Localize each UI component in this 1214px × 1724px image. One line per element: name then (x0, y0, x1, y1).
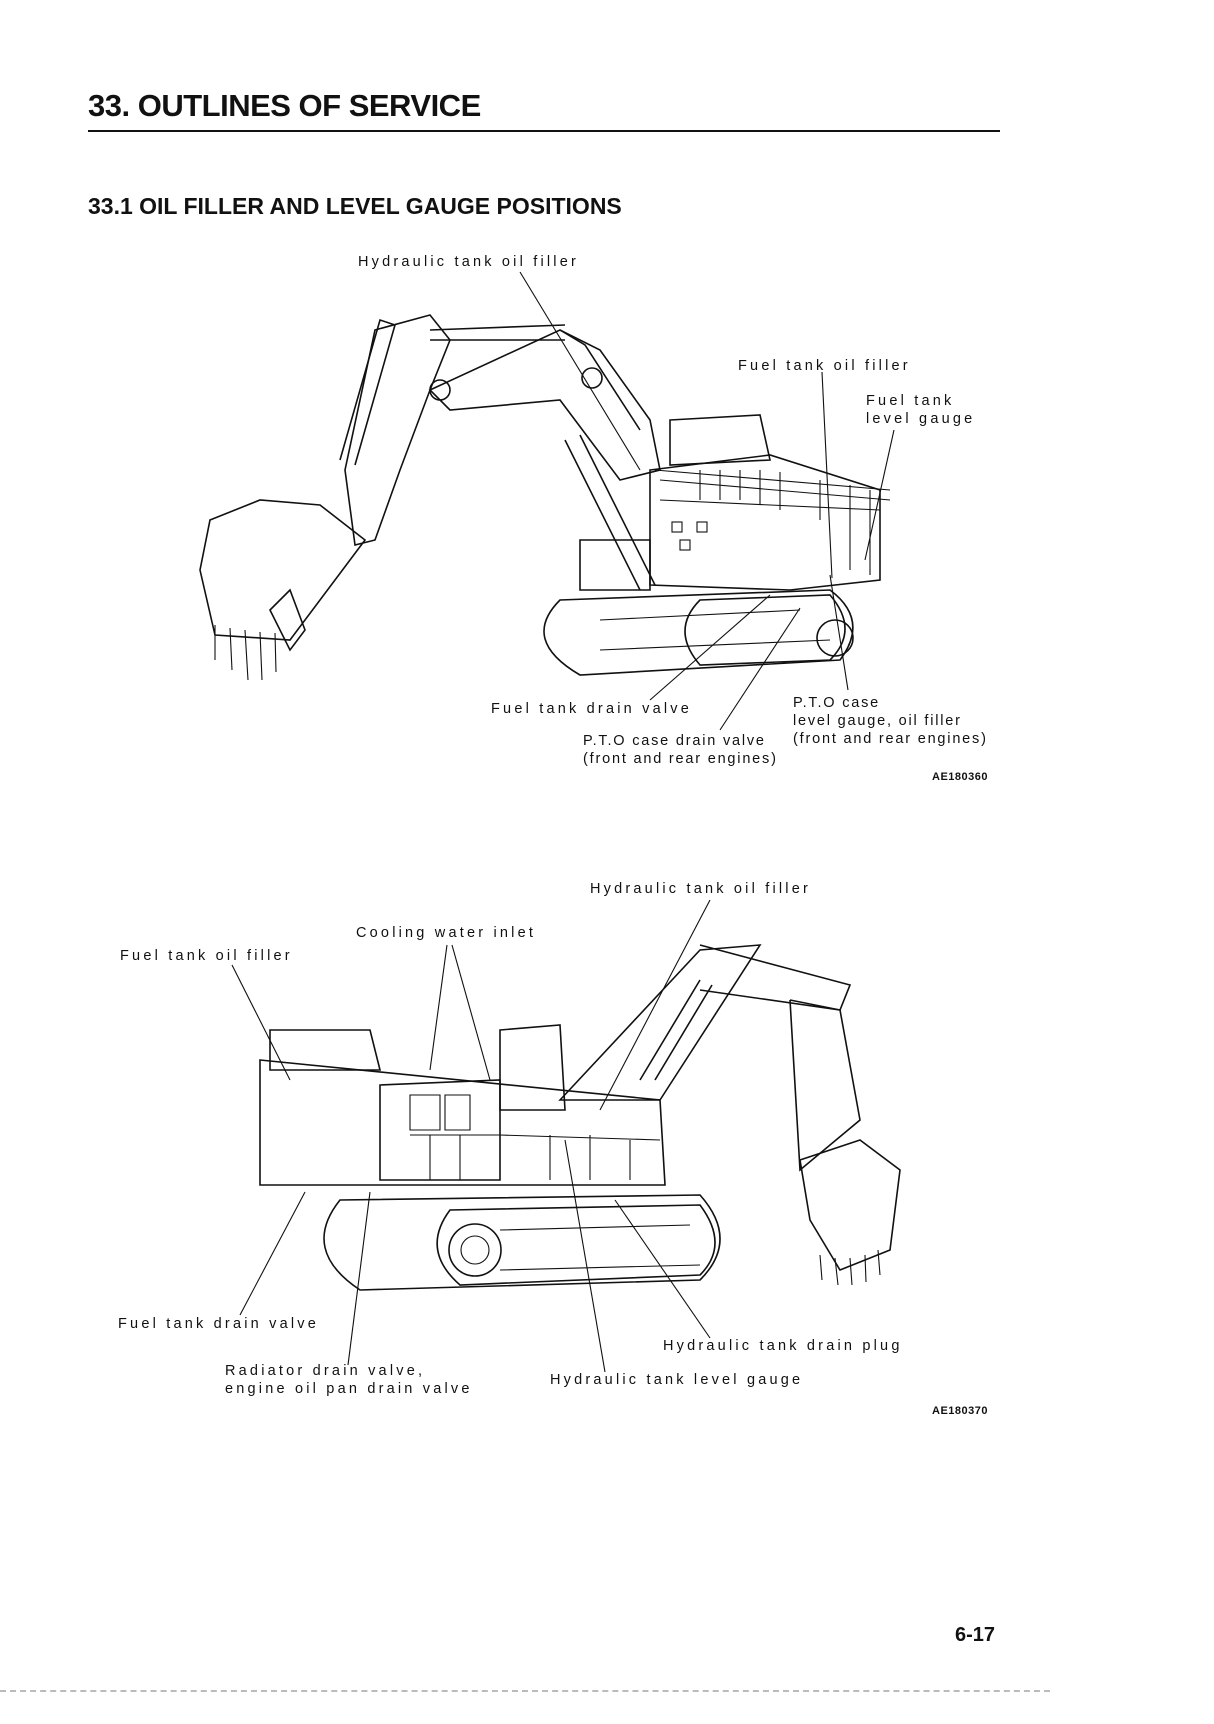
label-fuel-tank-drain-valve: Fuel tank drain valve (491, 701, 692, 717)
figure-code-1: AE180360 (932, 771, 988, 783)
page-title: 33. OUTLINES OF SERVICE (88, 88, 481, 123)
label-pto-case-drain-valve-line1: P.T.O case drain valve (583, 733, 766, 749)
figure-code-2: AE180370 (932, 1405, 988, 1417)
leader-lines-rear (231, 899, 711, 1373)
label-pto-case-level-line3: (front and rear engines) (793, 731, 988, 747)
label-hydraulic-tank-oil-filler: Hydraulic tank oil filler (358, 254, 580, 270)
excavator-front-drawing (199, 314, 891, 681)
label-cooling-water-inlet: Cooling water inlet (356, 925, 537, 941)
label-radiator-drain-line2: engine oil pan drain valve (225, 1381, 473, 1397)
label-pto-case-level-line1: P.T.O case (793, 695, 881, 711)
excavator-rear-drawing (259, 944, 901, 1291)
label-fuel-tank-level-gauge-line2: level gauge (866, 411, 976, 427)
label-hydraulic-tank-drain-plug: Hydraulic tank drain plug (663, 1338, 903, 1354)
label-fuel-tank-level-gauge-line1: Fuel tank (866, 393, 955, 409)
label-hydraulic-tank-level-gauge: Hydraulic tank level gauge (550, 1372, 804, 1388)
footer-rule (0, 1690, 1050, 1693)
page-number: 6-17 (955, 1624, 996, 1646)
title-rule (88, 130, 1000, 132)
label-fuel-tank-oil-filler-2: Fuel tank oil filler (120, 948, 293, 964)
label-fuel-tank-oil-filler: Fuel tank oil filler (738, 358, 911, 374)
label-fuel-tank-drain-valve-2: Fuel tank drain valve (118, 1316, 319, 1332)
section-title: 33.1 OIL FILLER AND LEVEL GAUGE POSITION… (88, 193, 622, 219)
label-radiator-drain-line1: Radiator drain valve, (225, 1363, 426, 1379)
leader-lines-front (519, 271, 895, 731)
label-pto-case-drain-valve-line2: (front and rear engines) (583, 751, 778, 767)
label-hydraulic-tank-oil-filler-2: Hydraulic tank oil filler (590, 881, 812, 897)
label-pto-case-level-line2: level gauge, oil filler (793, 713, 962, 729)
